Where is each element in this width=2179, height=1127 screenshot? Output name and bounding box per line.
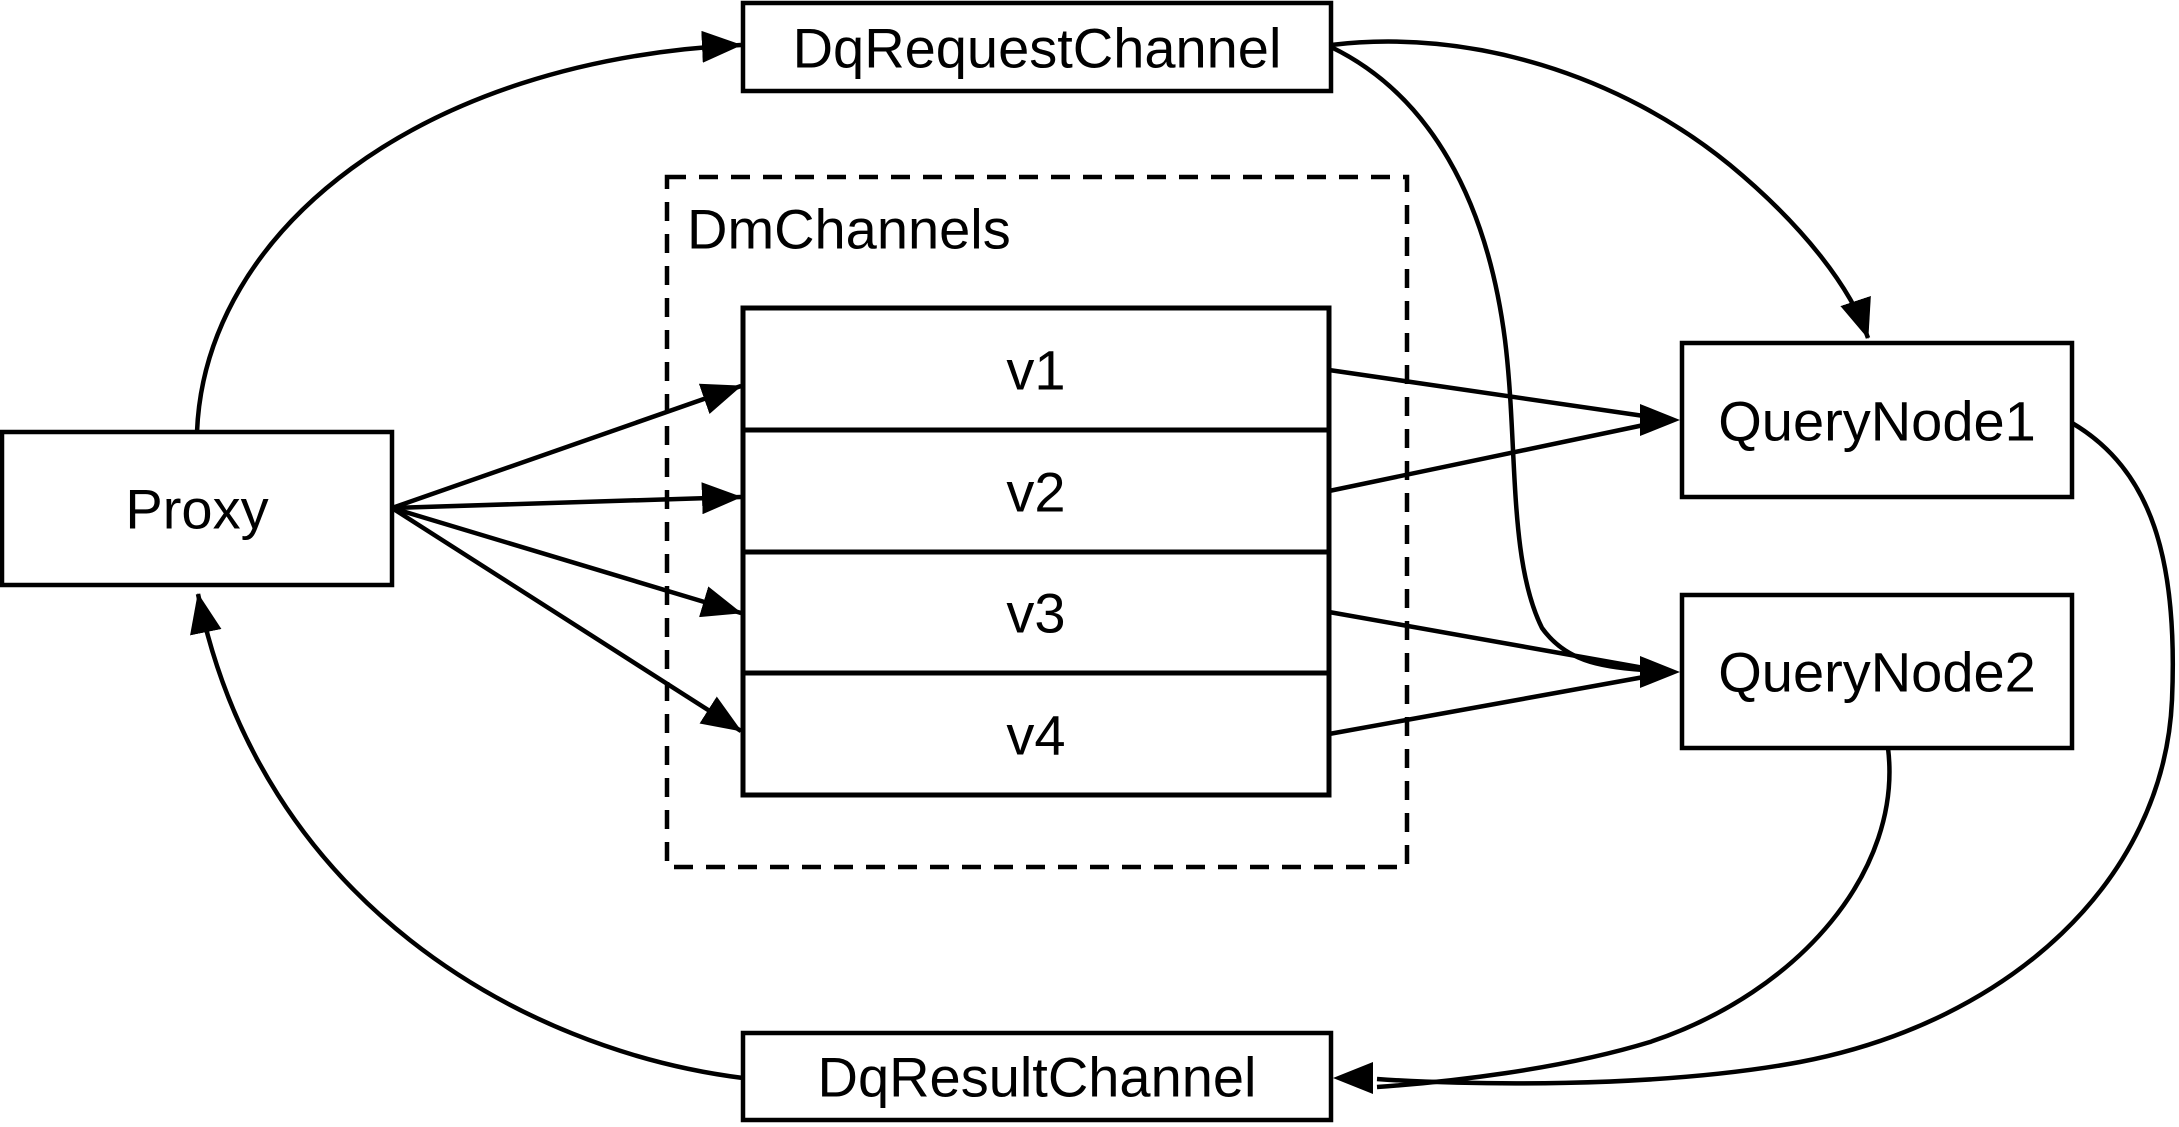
dm-channels-group-box — [664, 174, 1410, 870]
edge-proxy-to-v2 — [391, 482, 742, 515]
edge-dq-request-channel-to-query-node-2 — [1330, 44, 1645, 673]
edge-v2-to-query-node-1 — [1328, 422, 1645, 494]
edge-query-node-1-to-dq-result-channel — [1376, 421, 2176, 1086]
edge-v3-to-query-node-2 — [1328, 609, 1645, 671]
edge-proxy-to-v3 — [391, 505, 742, 618]
edge-v4-to-query-node-2 — [1328, 674, 1645, 737]
dm-channels-label: DmChannels — [687, 198, 1011, 261]
dq-request-channel-label: DqRequestChannel — [793, 17, 1282, 80]
edge-dq-result-channel-to-proxy — [190, 593, 744, 1081]
dq-request-channel-node-box — [740, 0, 1334, 94]
edge-dq-request-channel-to-query-node-1 — [1330, 39, 1871, 339]
edge-proxy-to-v4 — [390, 506, 743, 733]
proxy-label: Proxy — [125, 478, 268, 541]
query-node-1-label: QueryNode1 — [1718, 390, 2036, 453]
channel-v3-label: v3 — [1006, 582, 1065, 645]
arrowhead-into-query-node-2 — [1640, 656, 1680, 688]
dm-channels-table — [740, 305, 1332, 798]
query-node-1-box — [1679, 340, 2075, 500]
channel-v4-label: v4 — [1006, 704, 1065, 767]
edge-query-node-2-to-dq-result-channel — [1376, 747, 1892, 1090]
edge-v1-to-query-node-1 — [1328, 367, 1645, 419]
arrowhead-into-dq-result-channel — [1333, 1062, 1373, 1094]
dq-result-channel-label: DqResultChannel — [818, 1046, 1257, 1109]
channel-v1-label: v1 — [1006, 339, 1065, 402]
query-node-2-label: QueryNode2 — [1718, 641, 2036, 704]
proxy-node-box — [0, 429, 395, 588]
query-node-2-box — [1679, 592, 2075, 751]
edge-proxy-to-dq-request-channel — [194, 30, 742, 433]
arrowhead-into-query-node-1 — [1640, 404, 1680, 436]
edge-proxy-to-v1 — [391, 383, 742, 511]
channel-v2-label: v2 — [1006, 461, 1065, 524]
